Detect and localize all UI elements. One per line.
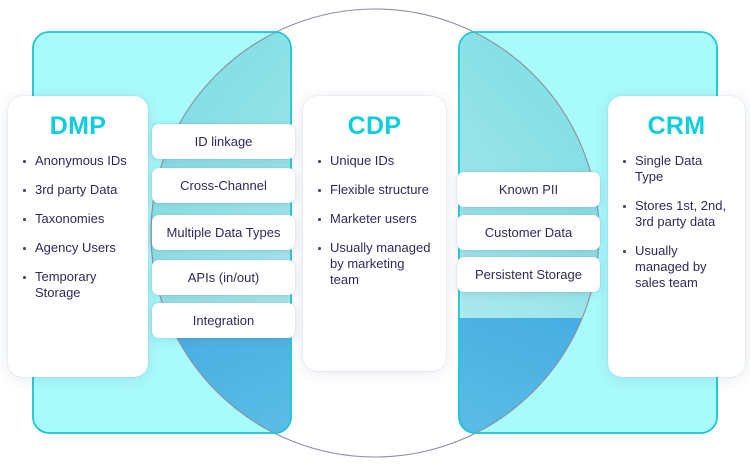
cdp-bullet-list: Unique IDs Flexible structure Marketer u…: [317, 153, 432, 288]
list-item: Taxonomies: [22, 211, 134, 227]
crm-card[interactable]: CRM Single Data Type Stores 1st, 2nd, 3r…: [608, 96, 745, 377]
list-item: Unique IDs: [317, 153, 432, 169]
overlap-chip[interactable]: Known PII: [457, 172, 600, 207]
list-item: Usually managed by sales team: [622, 243, 731, 291]
cdp-card[interactable]: CDP Unique IDs Flexible structure Market…: [303, 96, 446, 371]
list-item: Usually managed by marketing team: [317, 240, 432, 288]
crm-title: CRM: [647, 112, 706, 140]
dmp-card[interactable]: DMP Anonymous IDs 3rd party Data Taxonom…: [8, 96, 148, 377]
list-item: Marketer users: [317, 211, 432, 227]
overlap-chip[interactable]: Multiple Data Types: [152, 215, 295, 250]
overlap-chip[interactable]: Integration: [152, 303, 295, 338]
overlap-chip[interactable]: Cross-Channel: [152, 168, 295, 203]
overlap-chip[interactable]: Customer Data: [457, 215, 600, 250]
list-item: 3rd party Data: [22, 182, 134, 198]
list-item: Agency Users: [22, 240, 134, 256]
list-item: Stores 1st, 2nd, 3rd party data: [622, 198, 731, 230]
dmp-title: DMP: [49, 112, 107, 140]
list-item: Single Data Type: [622, 153, 731, 185]
list-item: Anonymous IDs: [22, 153, 134, 169]
crm-bullet-list: Single Data Type Stores 1st, 2nd, 3rd pa…: [622, 153, 731, 291]
overlap-chip[interactable]: ID linkage: [152, 124, 295, 159]
list-item: Flexible structure: [317, 182, 432, 198]
overlap-chip[interactable]: Persistent Storage: [457, 257, 600, 292]
cdp-title: CDP: [347, 112, 402, 140]
overlap-chip[interactable]: APIs (in/out): [152, 260, 295, 295]
dmp-bullet-list: Anonymous IDs 3rd party Data Taxonomies …: [22, 153, 134, 301]
list-item: Temporary Storage: [22, 269, 134, 301]
